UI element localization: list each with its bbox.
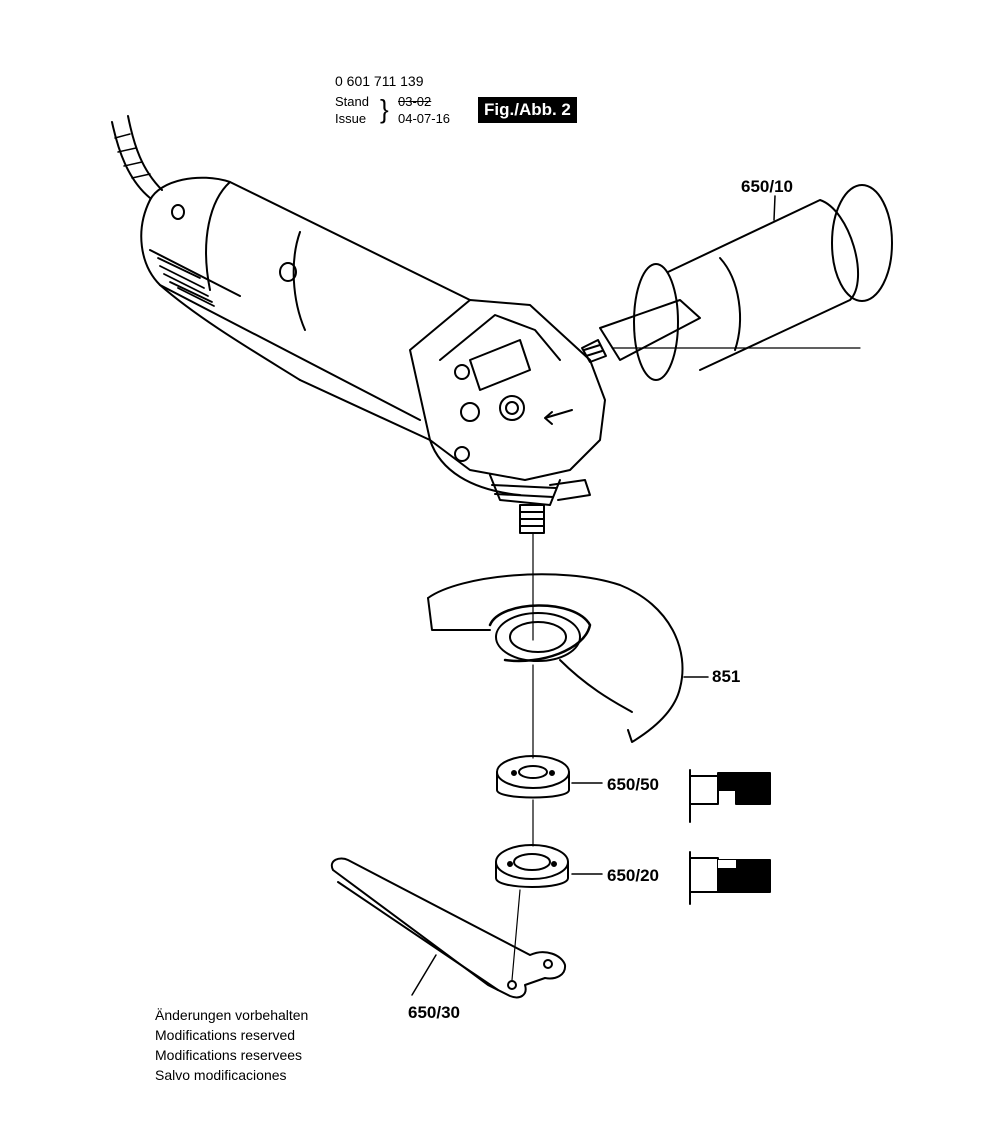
spindle [489, 474, 591, 534]
note-line: Modifications reserved [155, 1027, 296, 1043]
clamping-nut-profile-icon [689, 851, 771, 905]
note-line: Änderungen vorbehalten [155, 1007, 309, 1023]
brace-icon: } [380, 94, 389, 124]
inner-flange-650-50 [496, 755, 603, 799]
callout-guard: 851 [712, 667, 741, 686]
callout-clamping-nut: 650/20 [607, 866, 659, 885]
stand-label: Stand [335, 94, 369, 109]
callout-side-handle: 650/10 [741, 177, 793, 196]
issue-label: Issue [335, 111, 367, 126]
inner-flange-profile-icon [689, 769, 771, 823]
callout-inner-flange: 650/50 [607, 775, 659, 794]
ventilation-slots [157, 257, 215, 307]
note-line: Modifications reservees [155, 1047, 303, 1063]
modification-notes: Änderungen vorbehalten Modifications res… [155, 1005, 308, 1085]
side-handle-650-10 [581, 184, 893, 381]
part-number: 0 601 711 139 [335, 73, 424, 89]
grinder-motor-housing [140, 176, 471, 441]
stand-value: 03-02 [398, 94, 432, 109]
assembly-axis-line [511, 347, 861, 981]
callout-spanner: 650/30 [408, 1003, 460, 1022]
spanner-650-30 [330, 857, 567, 999]
gear-head [409, 299, 606, 496]
issue-value: 04-07-16 [398, 111, 451, 126]
figure-label: Fig./Abb. 2 [478, 97, 577, 123]
note-line: Salvo modificaciones [155, 1067, 287, 1083]
clamping-nut-650-20 [495, 844, 603, 888]
power-cord [111, 115, 163, 199]
wheel-guard-851 [427, 573, 709, 743]
